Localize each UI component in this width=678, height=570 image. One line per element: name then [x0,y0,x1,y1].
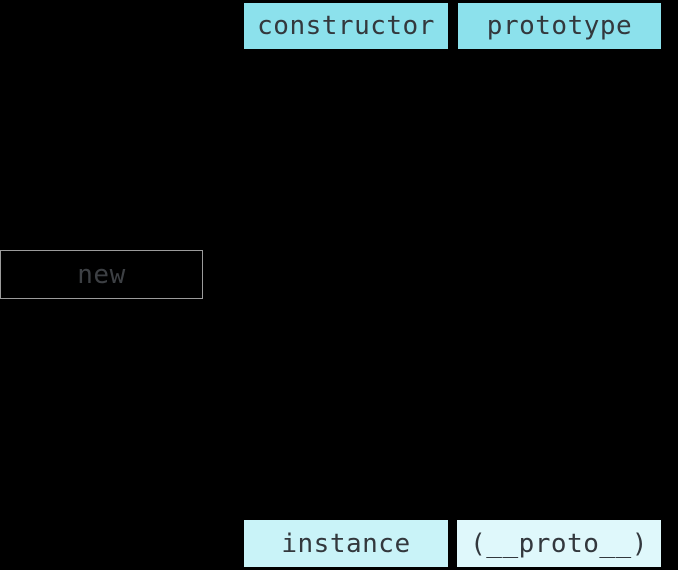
constructor-node: constructor [244,3,448,49]
prototype-node: prototype [458,3,661,49]
proto-node: (__proto__) [457,520,661,567]
constructor-node-label: constructor [257,11,435,41]
prototype-node-label: prototype [486,11,633,41]
new-operator-node-label: new [77,259,126,290]
new-operator-node: new [0,250,203,299]
instance-node-label: instance [281,528,411,559]
instance-node: instance [244,520,448,567]
proto-node-label: (__proto__) [470,528,648,559]
